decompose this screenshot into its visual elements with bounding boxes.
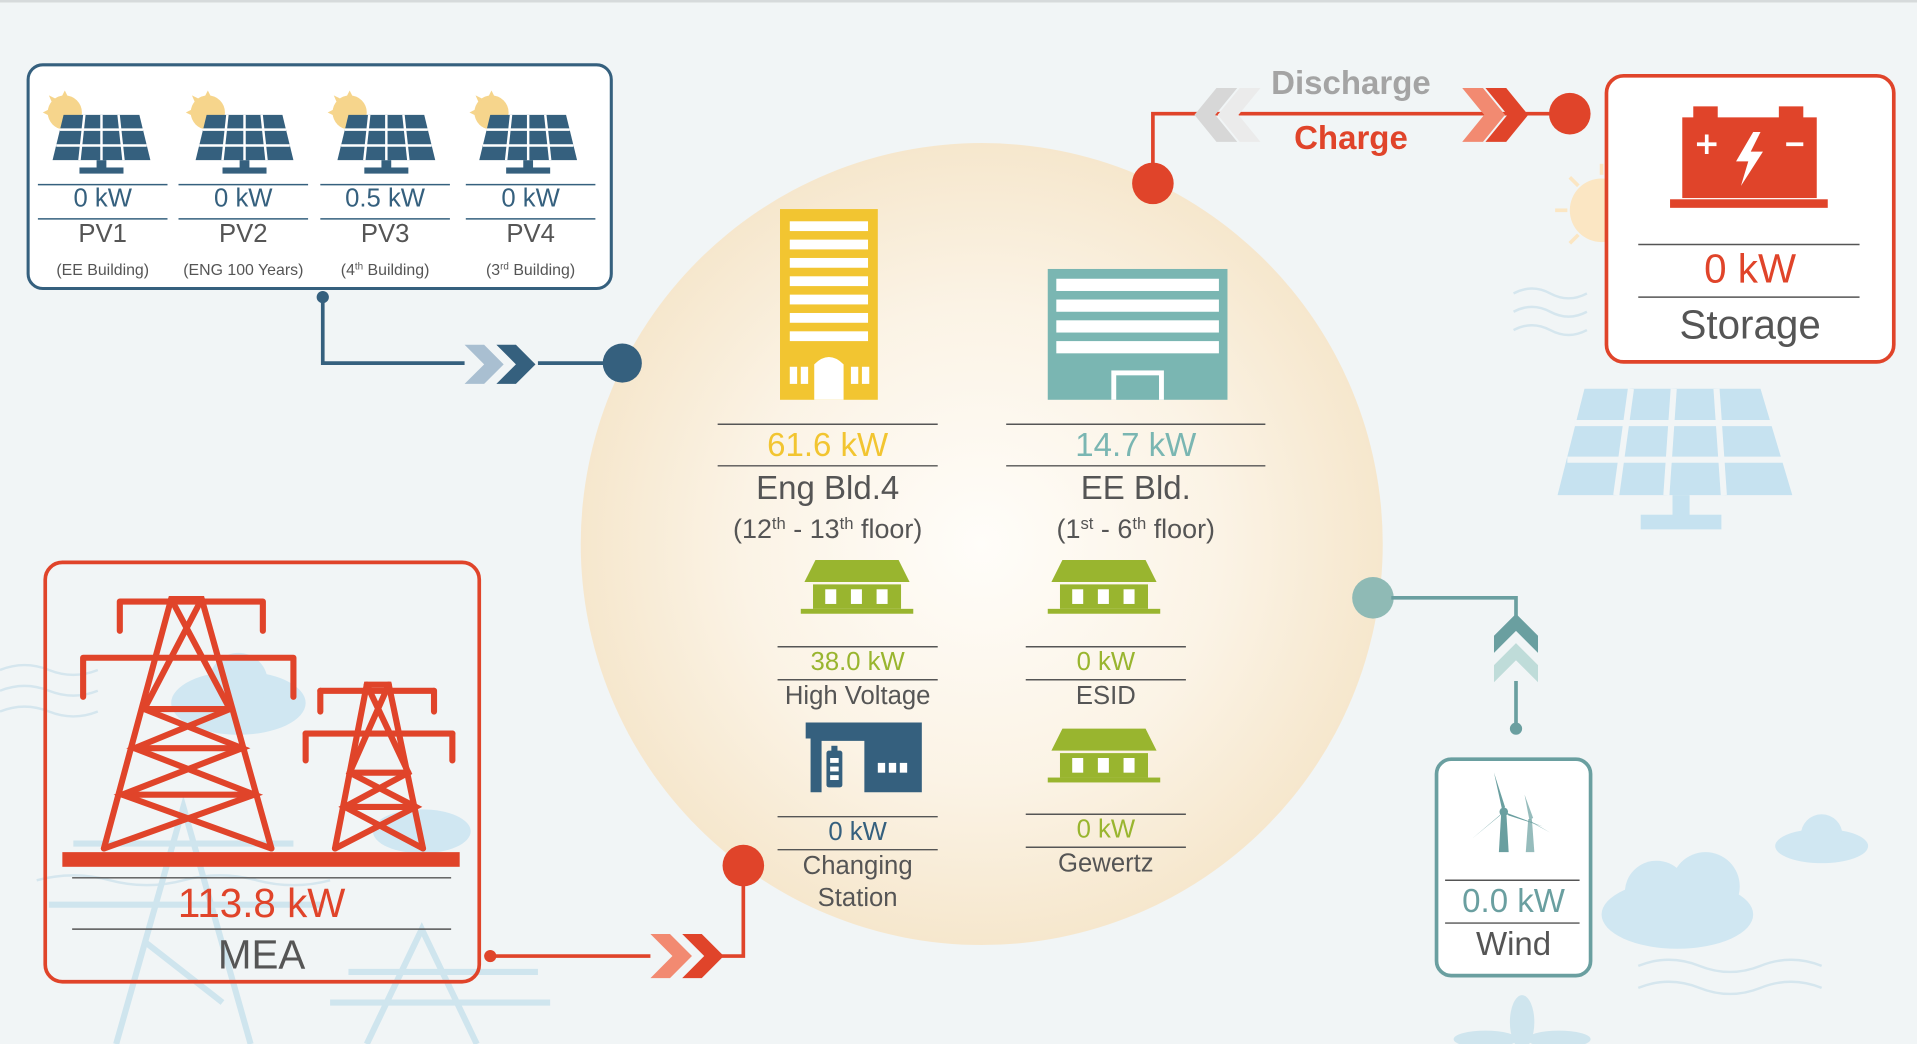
mea-value: 113.8 kW [177,880,346,926]
battery-icon [1670,106,1828,208]
esid-label: ESID [1075,682,1136,711]
solar-panel-icon [469,90,578,174]
load-house-icon [1047,559,1161,614]
pv3-sublabel: (4th Building) [340,260,430,279]
bg-solar-panel-icon [1557,388,1793,530]
pv3-value: 0.5 kW [345,184,426,213]
wind-label: Wind [1475,925,1552,963]
storage-flow-line [1132,88,1591,205]
wind-flow-line [1352,577,1539,735]
wind-turbine-icon [1471,772,1551,853]
pv1-sublabel: (EE Building) [56,260,150,279]
discharge-label: Discharge [1271,64,1431,102]
pv1-label: PV1 [78,220,127,249]
load-house-icon [1047,728,1161,783]
esid-value: 0 kW [1076,647,1136,677]
pv3-label: PV3 [360,220,410,249]
changing-station-label-line1: Changing [802,852,913,881]
mea-box [43,560,482,984]
pv2-sublabel: (ENG 100 Years) [183,260,304,279]
gewertz-value: 0 kW [1076,815,1136,844]
eng-building-label: Eng Bld.4 [756,469,900,507]
pv4-sublabel: (3rd Building) [486,260,576,279]
pv4-value: 0 kW [501,184,560,213]
charging-station-icon [805,722,922,793]
eng-building-value: 61.6 kW [767,426,889,464]
solar-panel-icon [42,90,151,174]
storage-label: Storage [1679,301,1821,348]
pv2-value: 0 kW [214,184,273,213]
charge-label: Charge [1294,119,1408,157]
changing-station-value: 0 kW [828,817,887,847]
wind-box [1434,757,1593,978]
pv2-label: PV2 [219,220,268,249]
transmission-tower-icon [62,596,460,867]
ee-building-floors: (1st - 6th floor) [1056,513,1215,545]
eng-building-floors: (12th - 13th floor) [733,513,923,545]
changing-station-label-line2: Station [817,883,898,913]
solar-panel-icon [185,90,294,174]
storage-value: 0 kW [1704,245,1797,291]
load-house-icon [800,559,914,614]
ee-building-label: EE Bld. [1080,469,1191,507]
eng-building-icon [780,209,878,400]
pv-box [26,63,613,291]
high-voltage-value: 38.0 kW [810,647,905,677]
solar-panel-icon [327,90,436,174]
ee-building-icon [1047,268,1228,400]
pv-flow-line [316,290,642,384]
high-voltage-label: High Voltage [784,682,931,711]
wind-value: 0.0 kW [1462,882,1565,920]
mea-flow-line [484,844,765,979]
ee-building-value: 14.7 kW [1075,426,1197,464]
mea-label: MEA [217,931,306,977]
pv1-value: 0 kW [73,184,132,213]
gewertz-label: Gewertz [1058,849,1154,878]
storage-box [1604,73,1896,364]
pv4-label: PV4 [506,220,555,249]
bg-turbine-icon [1453,995,1591,1044]
